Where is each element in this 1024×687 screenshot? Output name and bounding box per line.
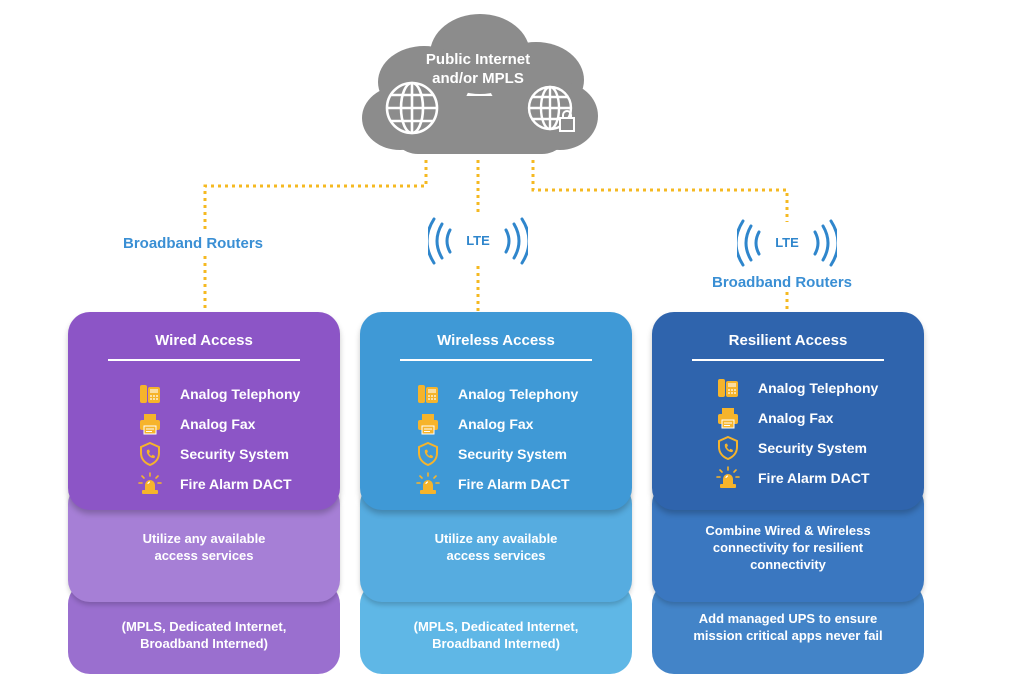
bottom-line-2: Broadband Interned)	[432, 636, 560, 651]
column-middle-text: Utilize any available access services	[376, 530, 616, 564]
feature-fire-alarm-dact: Fire Alarm DACT	[138, 472, 338, 496]
feature-label: Analog Fax	[458, 416, 534, 432]
middle-line-3: connectivity	[750, 557, 826, 572]
phone-icon	[138, 382, 162, 406]
fax-icon	[416, 412, 440, 436]
feature-label: Analog Fax	[758, 410, 834, 426]
feature-label: Fire Alarm DACT	[758, 470, 870, 486]
wire-left	[203, 160, 428, 232]
phone-icon	[416, 382, 440, 406]
feature-analog-telephony: Analog Telephony	[416, 382, 616, 406]
cloud-title-line2: and/or MPLS	[432, 70, 524, 87]
feature-analog-fax: Analog Fax	[138, 412, 338, 436]
column-title: Wired Access	[155, 332, 253, 349]
middle-line-2: connectivity for resilient	[712, 540, 864, 555]
feature-analog-telephony: Analog Telephony	[138, 382, 338, 406]
column-title: Wireless Access	[437, 332, 555, 349]
column-top-card	[68, 312, 340, 510]
column-bottom-text: (MPLS, Dedicated Internet, Broadband Int…	[376, 618, 616, 652]
feature-analog-telephony: Analog Telephony	[716, 376, 916, 400]
fax-icon	[716, 406, 740, 430]
globe-lock-icon	[526, 84, 578, 136]
middle-line-1: Utilize any available	[434, 531, 558, 546]
column-top-card	[652, 312, 924, 510]
column-wireless-access: Wireless Access Analog Telephony Analog …	[360, 312, 632, 674]
right-router-label: Broadband Routers	[712, 274, 853, 291]
globe-icon	[384, 80, 440, 136]
feature-label: Analog Telephony	[458, 386, 579, 402]
alarm-beacon-icon	[138, 472, 162, 496]
shield-phone-icon	[716, 435, 740, 461]
alarm-beacon-icon	[716, 466, 740, 490]
shield-phone-icon	[138, 441, 162, 467]
feature-security-system: Security System	[416, 441, 616, 467]
feature-label: Security System	[180, 446, 289, 462]
column-resilient-access: Resilient Access Analog Telephony Analog…	[652, 312, 924, 674]
title-divider	[400, 359, 592, 361]
lte-badge-middle: LTE	[425, 216, 531, 266]
feature-security-system: Security System	[138, 441, 338, 467]
bottom-line-1: (MPLS, Dedicated Internet,	[413, 619, 579, 634]
feature-fire-alarm-dact: Fire Alarm DACT	[416, 472, 616, 496]
column-wired-access: Wired Access Analog Telephony Analog Fax…	[68, 312, 340, 674]
feature-label: Security System	[458, 446, 567, 462]
cloud-title: Public Internet and/or MPLS	[398, 50, 558, 88]
feature-analog-fax: Analog Fax	[716, 406, 916, 430]
feature-label: Analog Fax	[180, 416, 256, 432]
column-middle-text: Combine Wired & Wireless connectivity fo…	[668, 522, 908, 573]
title-divider	[108, 359, 300, 361]
lte-text-middle: LTE	[466, 233, 490, 248]
left-router-label: Broadband Routers	[123, 235, 264, 252]
cloud-title-line1: Public Internet	[425, 51, 531, 68]
column-bottom-text: (MPLS, Dedicated Internet, Broadband Int…	[84, 618, 324, 652]
feature-label: Analog Telephony	[180, 386, 301, 402]
lte-text-right: LTE	[775, 235, 799, 250]
bottom-line-1: Add managed UPS to ensure	[698, 611, 878, 626]
bottom-line-2: Broadband Interned)	[140, 636, 268, 651]
feature-analog-fax: Analog Fax	[416, 412, 616, 436]
column-middle-text: Utilize any available access services	[84, 530, 324, 564]
feature-fire-alarm-dact: Fire Alarm DACT	[716, 466, 916, 490]
feature-label: Fire Alarm DACT	[458, 476, 570, 492]
lte-badge-right: LTE	[734, 218, 840, 268]
bottom-line-1: (MPLS, Dedicated Internet,	[121, 619, 287, 634]
middle-line-1: Combine Wired & Wireless	[705, 523, 871, 538]
alarm-beacon-icon	[416, 472, 440, 496]
middle-line-2: access services	[154, 548, 254, 563]
shield-phone-icon	[416, 441, 440, 467]
middle-line-1: Utilize any available	[142, 531, 266, 546]
phone-icon	[716, 376, 740, 400]
feature-label: Security System	[758, 440, 867, 456]
wire-right	[531, 160, 789, 222]
title-divider	[692, 359, 884, 361]
feature-security-system: Security System	[716, 435, 916, 461]
column-top-card	[360, 312, 632, 510]
feature-label: Analog Telephony	[758, 380, 879, 396]
fax-icon	[138, 412, 162, 436]
feature-label: Fire Alarm DACT	[180, 476, 292, 492]
column-bottom-text: Add managed UPS to ensure mission critic…	[668, 610, 908, 644]
column-title: Resilient Access	[728, 332, 848, 349]
middle-line-2: access services	[446, 548, 546, 563]
bottom-line-2: mission critical apps never fail	[693, 628, 883, 643]
